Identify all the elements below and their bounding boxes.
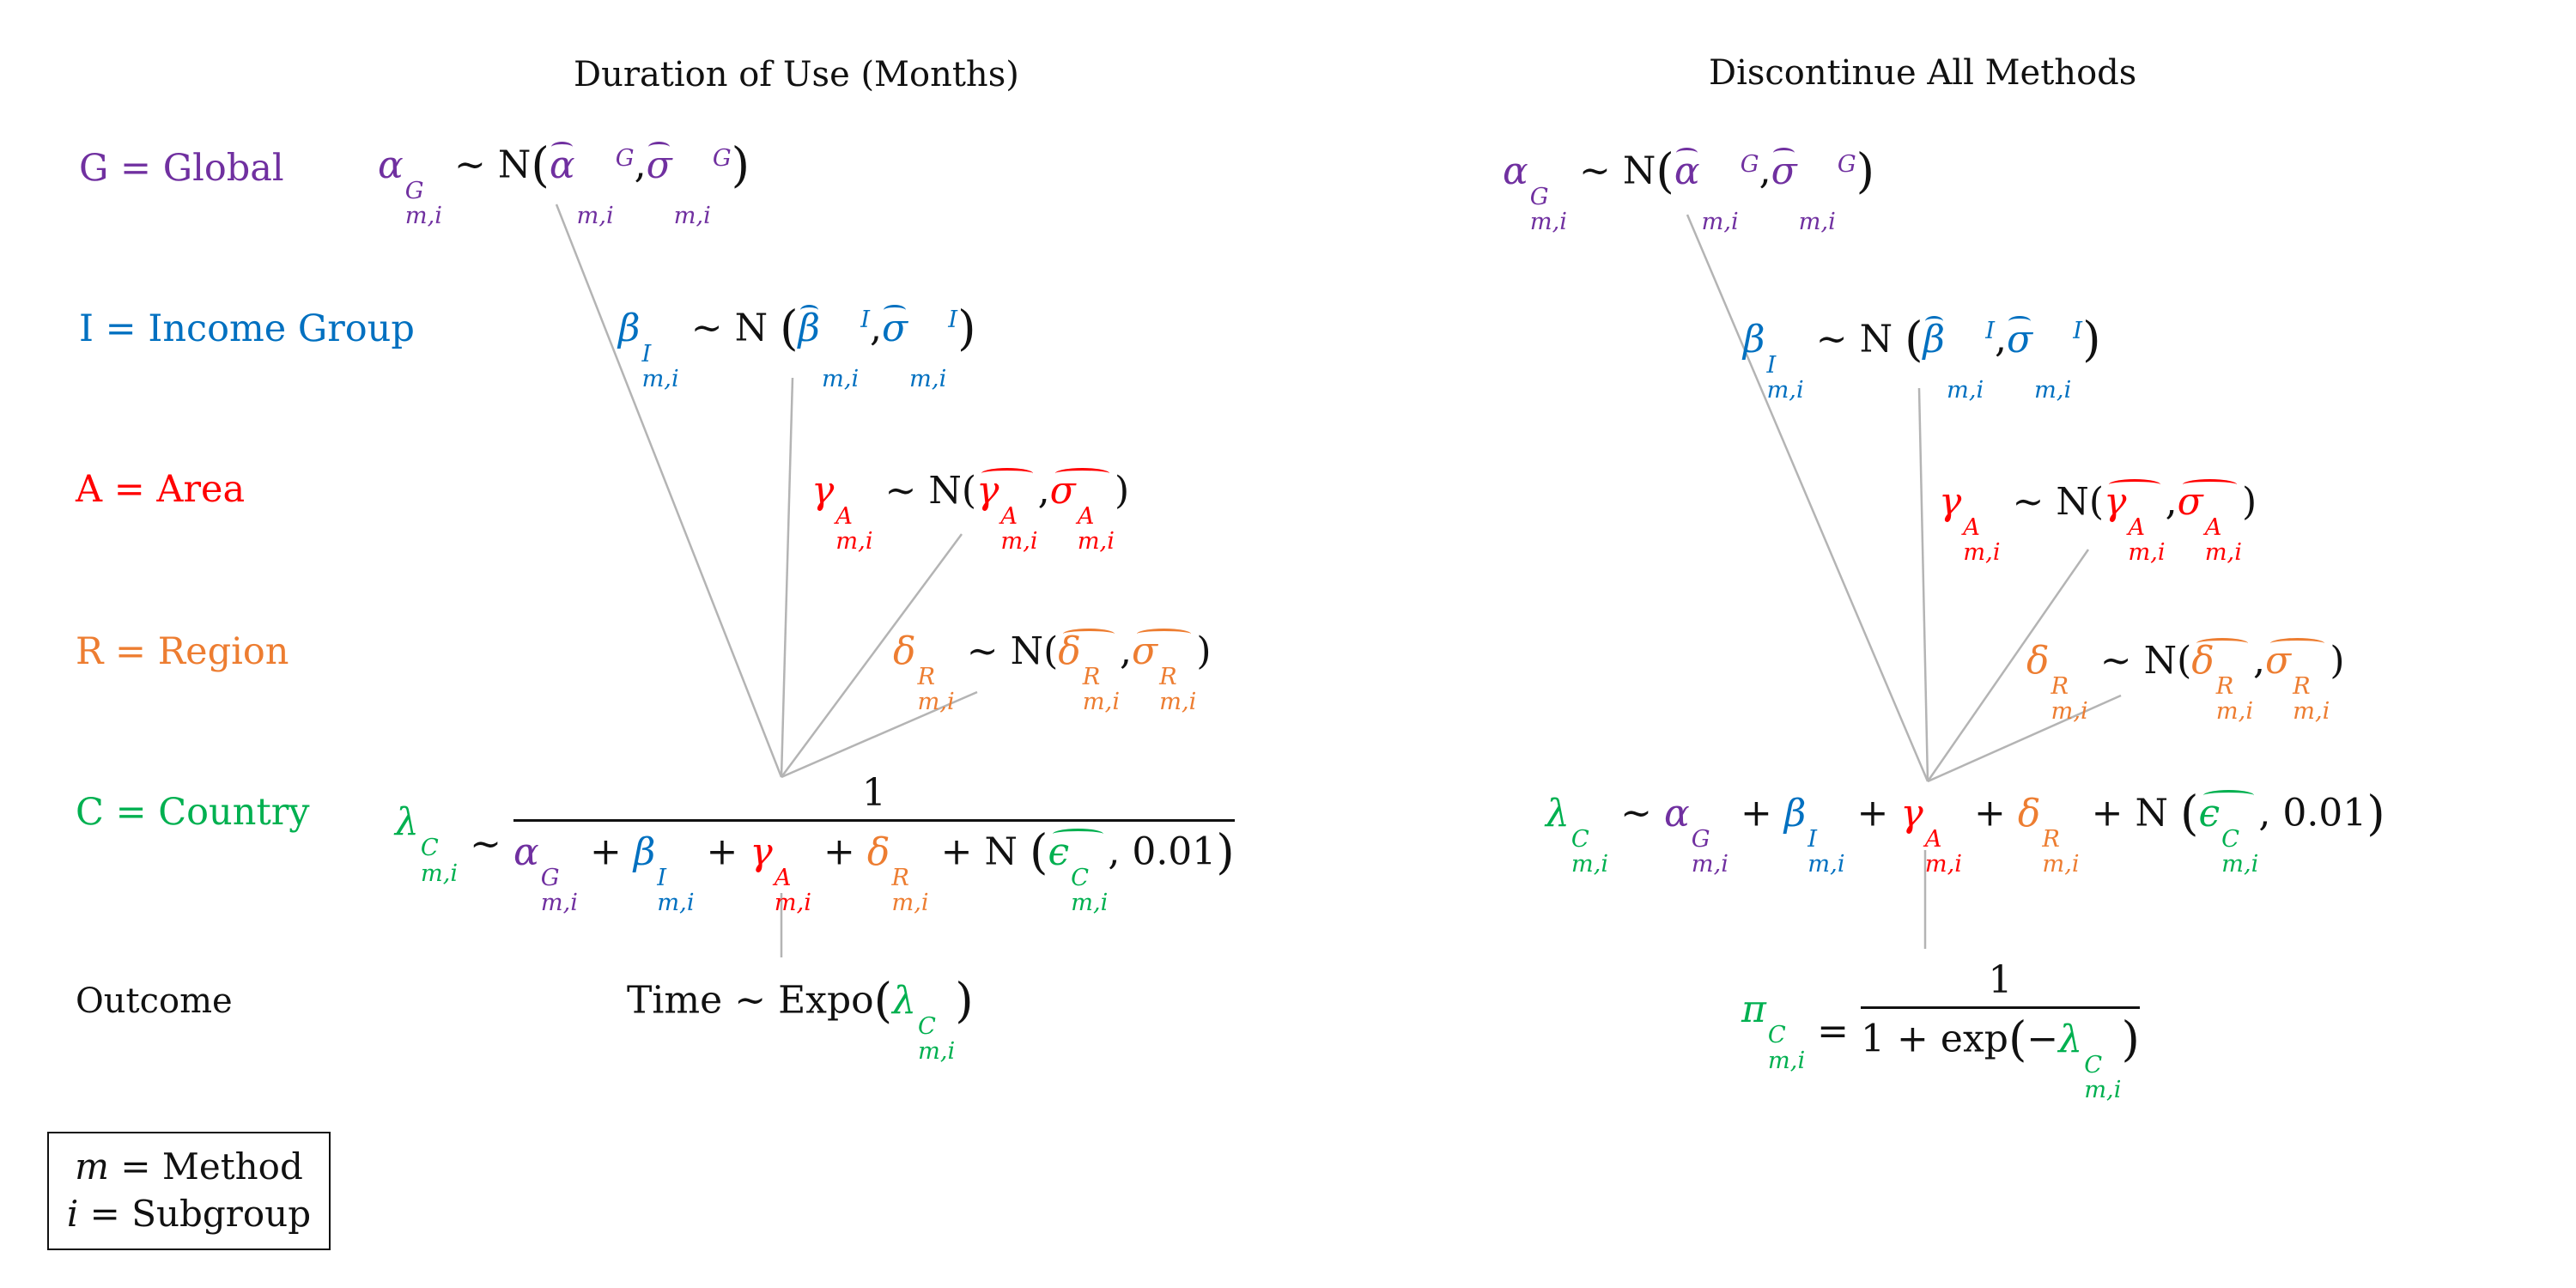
key-method-row: m = Method <box>75 1145 303 1188</box>
legend-income-group: I = Income Group <box>79 307 415 350</box>
edge-area-to-country-right <box>1926 549 2090 782</box>
edge-region-to-country-right <box>1927 694 2122 783</box>
right-panel-title: Discontinue All Methods <box>1709 53 2137 93</box>
edge-income-to-country-right <box>1917 387 1929 782</box>
edge-income-to-country-left <box>780 377 794 778</box>
notation-key-box: m = Method i = Subgroup <box>47 1132 331 1250</box>
legend-global: G = Global <box>79 147 284 190</box>
legend-outcome: Outcome <box>76 981 233 1021</box>
key-subgroup-row: i = Subgroup <box>66 1193 312 1235</box>
legend-country: C = Country <box>76 791 310 834</box>
edge-region-to-country-left <box>781 690 978 779</box>
edge-global-to-country-right <box>1686 214 1929 782</box>
legend-region: R = Region <box>76 630 289 673</box>
legend-area: A = Area <box>76 468 246 511</box>
edge-area-to-country-left <box>780 533 963 778</box>
left-panel-title: Duration of Use (Months) <box>574 55 1019 94</box>
edge-global-to-country-left <box>555 204 783 778</box>
